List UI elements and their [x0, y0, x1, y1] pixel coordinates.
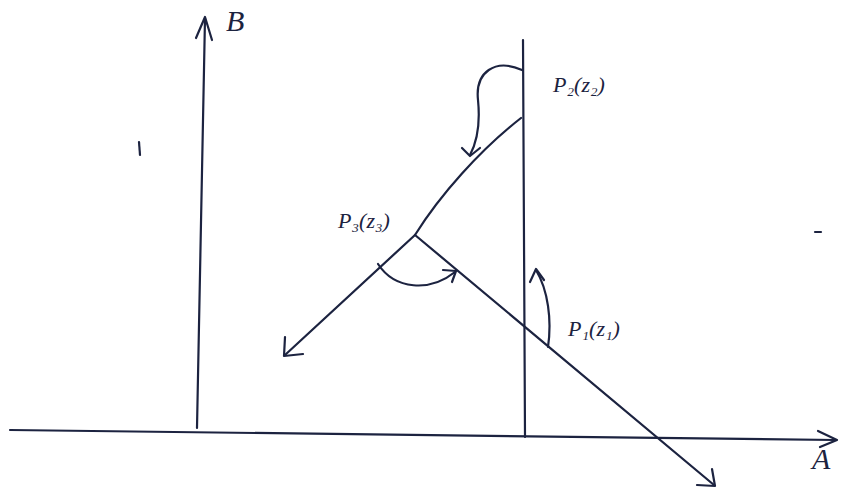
- arrowhead: [462, 148, 480, 156]
- point-label: P₂(z₂): [553, 74, 605, 96]
- axis-label: B: [226, 6, 244, 36]
- arrowhead: [530, 269, 544, 282]
- ray-line: [415, 235, 714, 485]
- vertical-line: [523, 40, 525, 437]
- axis-b: [197, 18, 205, 428]
- arrowhead: [443, 270, 456, 282]
- point-label: P₃(z₃): [338, 210, 390, 232]
- axis-a: [10, 430, 836, 440]
- axis-label: A: [812, 444, 830, 474]
- angle-arc: [378, 264, 455, 285]
- stray-mark: [139, 142, 140, 155]
- arrowhead: [697, 469, 715, 486]
- angle-arc: [536, 270, 550, 347]
- ray-line: [285, 118, 521, 355]
- point-label: P₁(z₁): [568, 318, 620, 340]
- angle-arc: [470, 66, 522, 155]
- axis-arrowhead: [196, 17, 212, 40]
- stray-mark: [815, 231, 821, 233]
- arrowhead: [284, 337, 303, 356]
